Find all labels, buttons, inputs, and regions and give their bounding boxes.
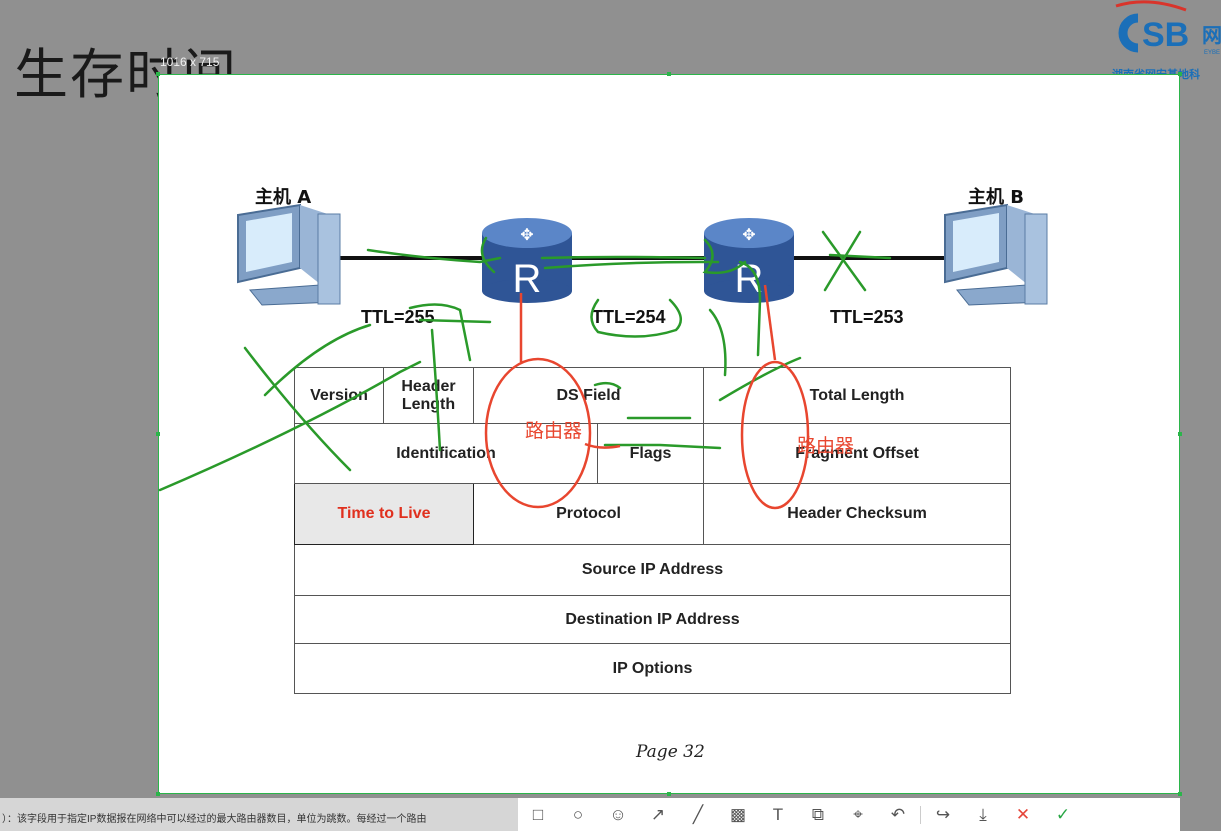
svg-text:✥: ✥ (742, 227, 755, 244)
cell-time-to-live: Time to Live (294, 483, 474, 545)
page-number: Page 32 (636, 742, 705, 762)
ttl-label-1: TTL=255 (361, 307, 435, 327)
mosaic-tool-icon[interactable]: ▩ (729, 804, 747, 824)
computer-icon-b (944, 203, 1048, 306)
resize-handle-tc[interactable] (667, 72, 671, 76)
router-icon-2: ✥ R (704, 218, 794, 303)
resize-handle-bl[interactable] (156, 792, 160, 796)
svg-text:✥: ✥ (520, 227, 533, 244)
ocr-tool-icon[interactable]: ⌖ (853, 804, 863, 824)
underlying-document-text: ）：该字段用于指定IP数据报在网络中可以经过的最大路由器数目，单位为跳数。每经过… (2, 814, 427, 825)
router-annotation-1: 路由器 (525, 420, 583, 442)
resize-handle-tl[interactable] (156, 72, 160, 76)
resize-handle-tr[interactable] (1178, 72, 1182, 76)
pin-tool-icon[interactable]: ⧉ (811, 804, 825, 824)
cell-destination-ip: Destination IP Address (293, 595, 1012, 644)
ttl-label-2: TTL=254 (592, 307, 666, 327)
svg-text:SB: SB (1142, 16, 1189, 54)
svg-text:R: R (513, 257, 542, 301)
resize-handle-ml[interactable] (156, 432, 160, 436)
selection-dimensions: 1016 x 715 (160, 55, 220, 69)
red-annotations (484, 284, 810, 510)
ip-header-table: Version Header Length DS Field Total Len… (293, 367, 1012, 694)
ellipse-tool-icon[interactable]: ○ (572, 804, 584, 824)
confirm-icon[interactable]: ✓ (1055, 804, 1071, 824)
router-icon-1: ✥ R (482, 218, 572, 303)
share-tool-icon[interactable]: ↪ (935, 804, 951, 824)
emoji-tool-icon[interactable]: ☺ (609, 804, 627, 824)
save-tool-icon[interactable]: ⤓ (979, 804, 987, 824)
host-b-label: 主机 B (968, 187, 1024, 208)
csb-logo: SB 网 EYBE (1108, 0, 1221, 86)
resize-handle-bc[interactable] (667, 792, 671, 796)
computer-icon-a (237, 203, 341, 306)
cell-flags: Flags (596, 423, 705, 484)
capture-toolbar: □ ○ ☺ ↗ ╱ ▩ T ⧉ ⌖ ↶ ↪ ⤓ ✕ ✓ (518, 798, 1180, 831)
cancel-icon[interactable]: ✕ (1015, 804, 1031, 824)
cell-ip-options: IP Options (293, 643, 1012, 694)
toolbar-separator (920, 805, 921, 824)
logo-side-text: 网 (1202, 23, 1221, 47)
rectangle-tool-icon[interactable]: □ (532, 804, 544, 824)
cell-protocol: Protocol (472, 483, 705, 545)
router-annotation-2: 路由器 (797, 435, 855, 457)
cell-source-ip: Source IP Address (293, 544, 1012, 596)
text-tool-icon[interactable]: T (772, 804, 784, 824)
resize-handle-br[interactable] (1178, 792, 1182, 796)
cell-identification: Identification (294, 423, 598, 484)
resize-handle-mr[interactable] (1178, 432, 1182, 436)
undo-tool-icon[interactable]: ↶ (890, 804, 906, 824)
pen-tool-icon[interactable]: ╱ (692, 804, 704, 824)
green-annotations (158, 230, 892, 492)
ttl-label-3: TTL=253 (830, 307, 904, 327)
logo-sub: EYBE (1204, 50, 1220, 56)
underlying-document-strip (0, 798, 518, 831)
host-a-label: 主机 A (255, 187, 312, 208)
arrow-tool-icon[interactable]: ↗ (650, 804, 666, 824)
